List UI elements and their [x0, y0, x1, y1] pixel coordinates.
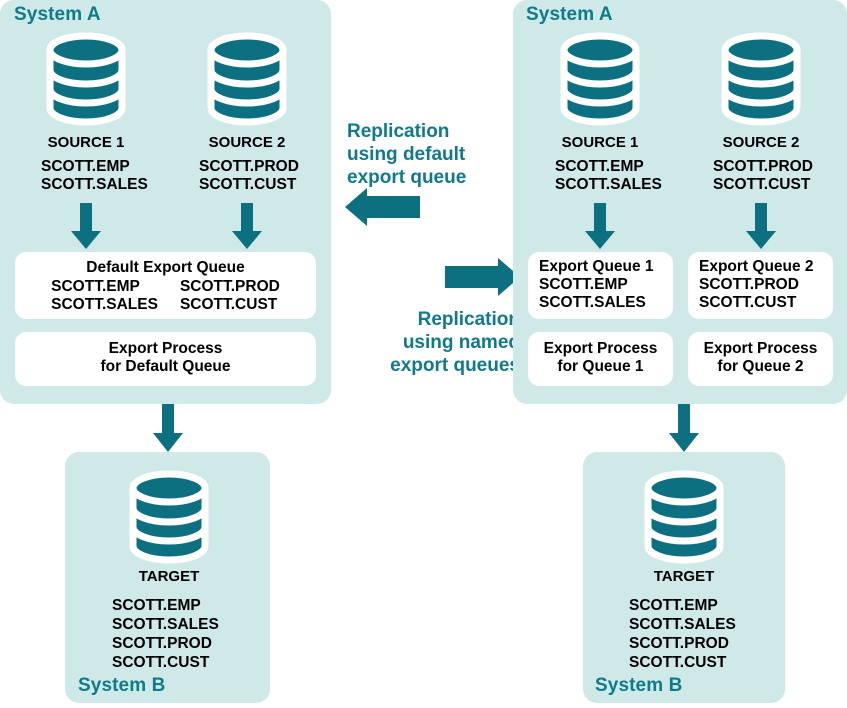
left-default-queue-col1: SCOTT.EMP SCOTT.SALES	[51, 278, 158, 313]
right-export-queue-2-box: Export Queue 2 SCOTT.PROD SCOTT.CUST	[688, 252, 833, 319]
right-export-process1-line1: Export Process	[543, 340, 658, 357]
right-target-tables: SCOTT.EMP SCOTT.SALES SCOTT.PROD SCOTT.C…	[629, 597, 736, 671]
left-target-tables: SCOTT.EMP SCOTT.SALES SCOTT.PROD SCOTT.C…	[112, 597, 219, 671]
right-export-process1-line2: for Queue 1	[557, 358, 644, 375]
left-default-export-queue-box: Default Export Queue SCOTT.EMP SCOTT.SAL…	[15, 252, 316, 319]
right-source2-title: SOURCE 2	[722, 134, 800, 151]
right-systema-to-systemb-arrow-down-icon	[668, 404, 700, 457]
middle-top-caption: Replication using default export queue	[347, 121, 467, 188]
left-export-process-line1: Export Process	[108, 340, 223, 357]
left-export-process-line2: for Default Queue	[100, 358, 231, 375]
right-source2-to-queue-arrow-down-icon	[745, 203, 777, 254]
left-source1-to-queue-arrow-down-icon	[70, 203, 102, 254]
left-system-b-label: System B	[78, 675, 166, 696]
right-target-database-icon	[642, 468, 726, 566]
right-source1-title: SOURCE 1	[561, 134, 639, 151]
left-default-queue-col2: SCOTT.PROD SCOTT.CUST	[179, 278, 280, 313]
right-source2-tables: SCOTT.PROD SCOTT.CUST	[713, 158, 813, 193]
right-system-b-label: System B	[595, 675, 683, 696]
right-queue2-tables: SCOTT.PROD SCOTT.CUST	[699, 276, 799, 311]
middle-arrow-right-icon	[445, 258, 520, 301]
right-target-title: TARGET	[653, 568, 715, 585]
left-target-database-icon	[127, 468, 211, 566]
right-queue2-title: Export Queue 2	[699, 258, 814, 275]
middle-arrow-left-icon	[345, 188, 420, 231]
right-queue1-tables: SCOTT.EMP SCOTT.SALES	[539, 276, 646, 311]
right-system-a-label: System A	[526, 4, 613, 25]
left-target-title: TARGET	[138, 568, 200, 585]
left-source1-title: SOURCE 1	[47, 134, 125, 151]
left-source2-database-icon	[205, 30, 289, 128]
right-export-queue-1-box: Export Queue 1 SCOTT.EMP SCOTT.SALES	[528, 252, 673, 319]
left-system-a-label: System A	[14, 4, 101, 25]
right-export-process-1-box: Export Process for Queue 1	[528, 332, 673, 386]
left-source1-tables: SCOTT.EMP SCOTT.SALES	[41, 158, 148, 193]
right-source1-to-queue-arrow-down-icon	[584, 203, 616, 254]
right-source2-database-icon	[719, 30, 803, 128]
left-export-process-box: Export Process for Default Queue	[15, 332, 316, 386]
right-export-process2-line1: Export Process	[703, 340, 818, 357]
left-default-queue-title: Default Export Queue	[86, 259, 245, 276]
right-source1-database-icon	[558, 30, 642, 128]
middle-bottom-caption: Replication using named export queues	[390, 309, 520, 376]
right-source1-tables: SCOTT.EMP SCOTT.SALES	[555, 158, 662, 193]
right-export-process2-line2: for Queue 2	[717, 358, 804, 375]
left-source2-title: SOURCE 2	[208, 134, 286, 151]
left-systema-to-systemb-arrow-down-icon	[152, 404, 184, 457]
left-source2-tables: SCOTT.PROD SCOTT.CUST	[199, 158, 299, 193]
right-queue1-title: Export Queue 1	[539, 258, 654, 275]
left-source1-database-icon	[44, 30, 128, 128]
right-export-process-2-box: Export Process for Queue 2	[688, 332, 833, 386]
left-source2-to-queue-arrow-down-icon	[231, 203, 263, 254]
